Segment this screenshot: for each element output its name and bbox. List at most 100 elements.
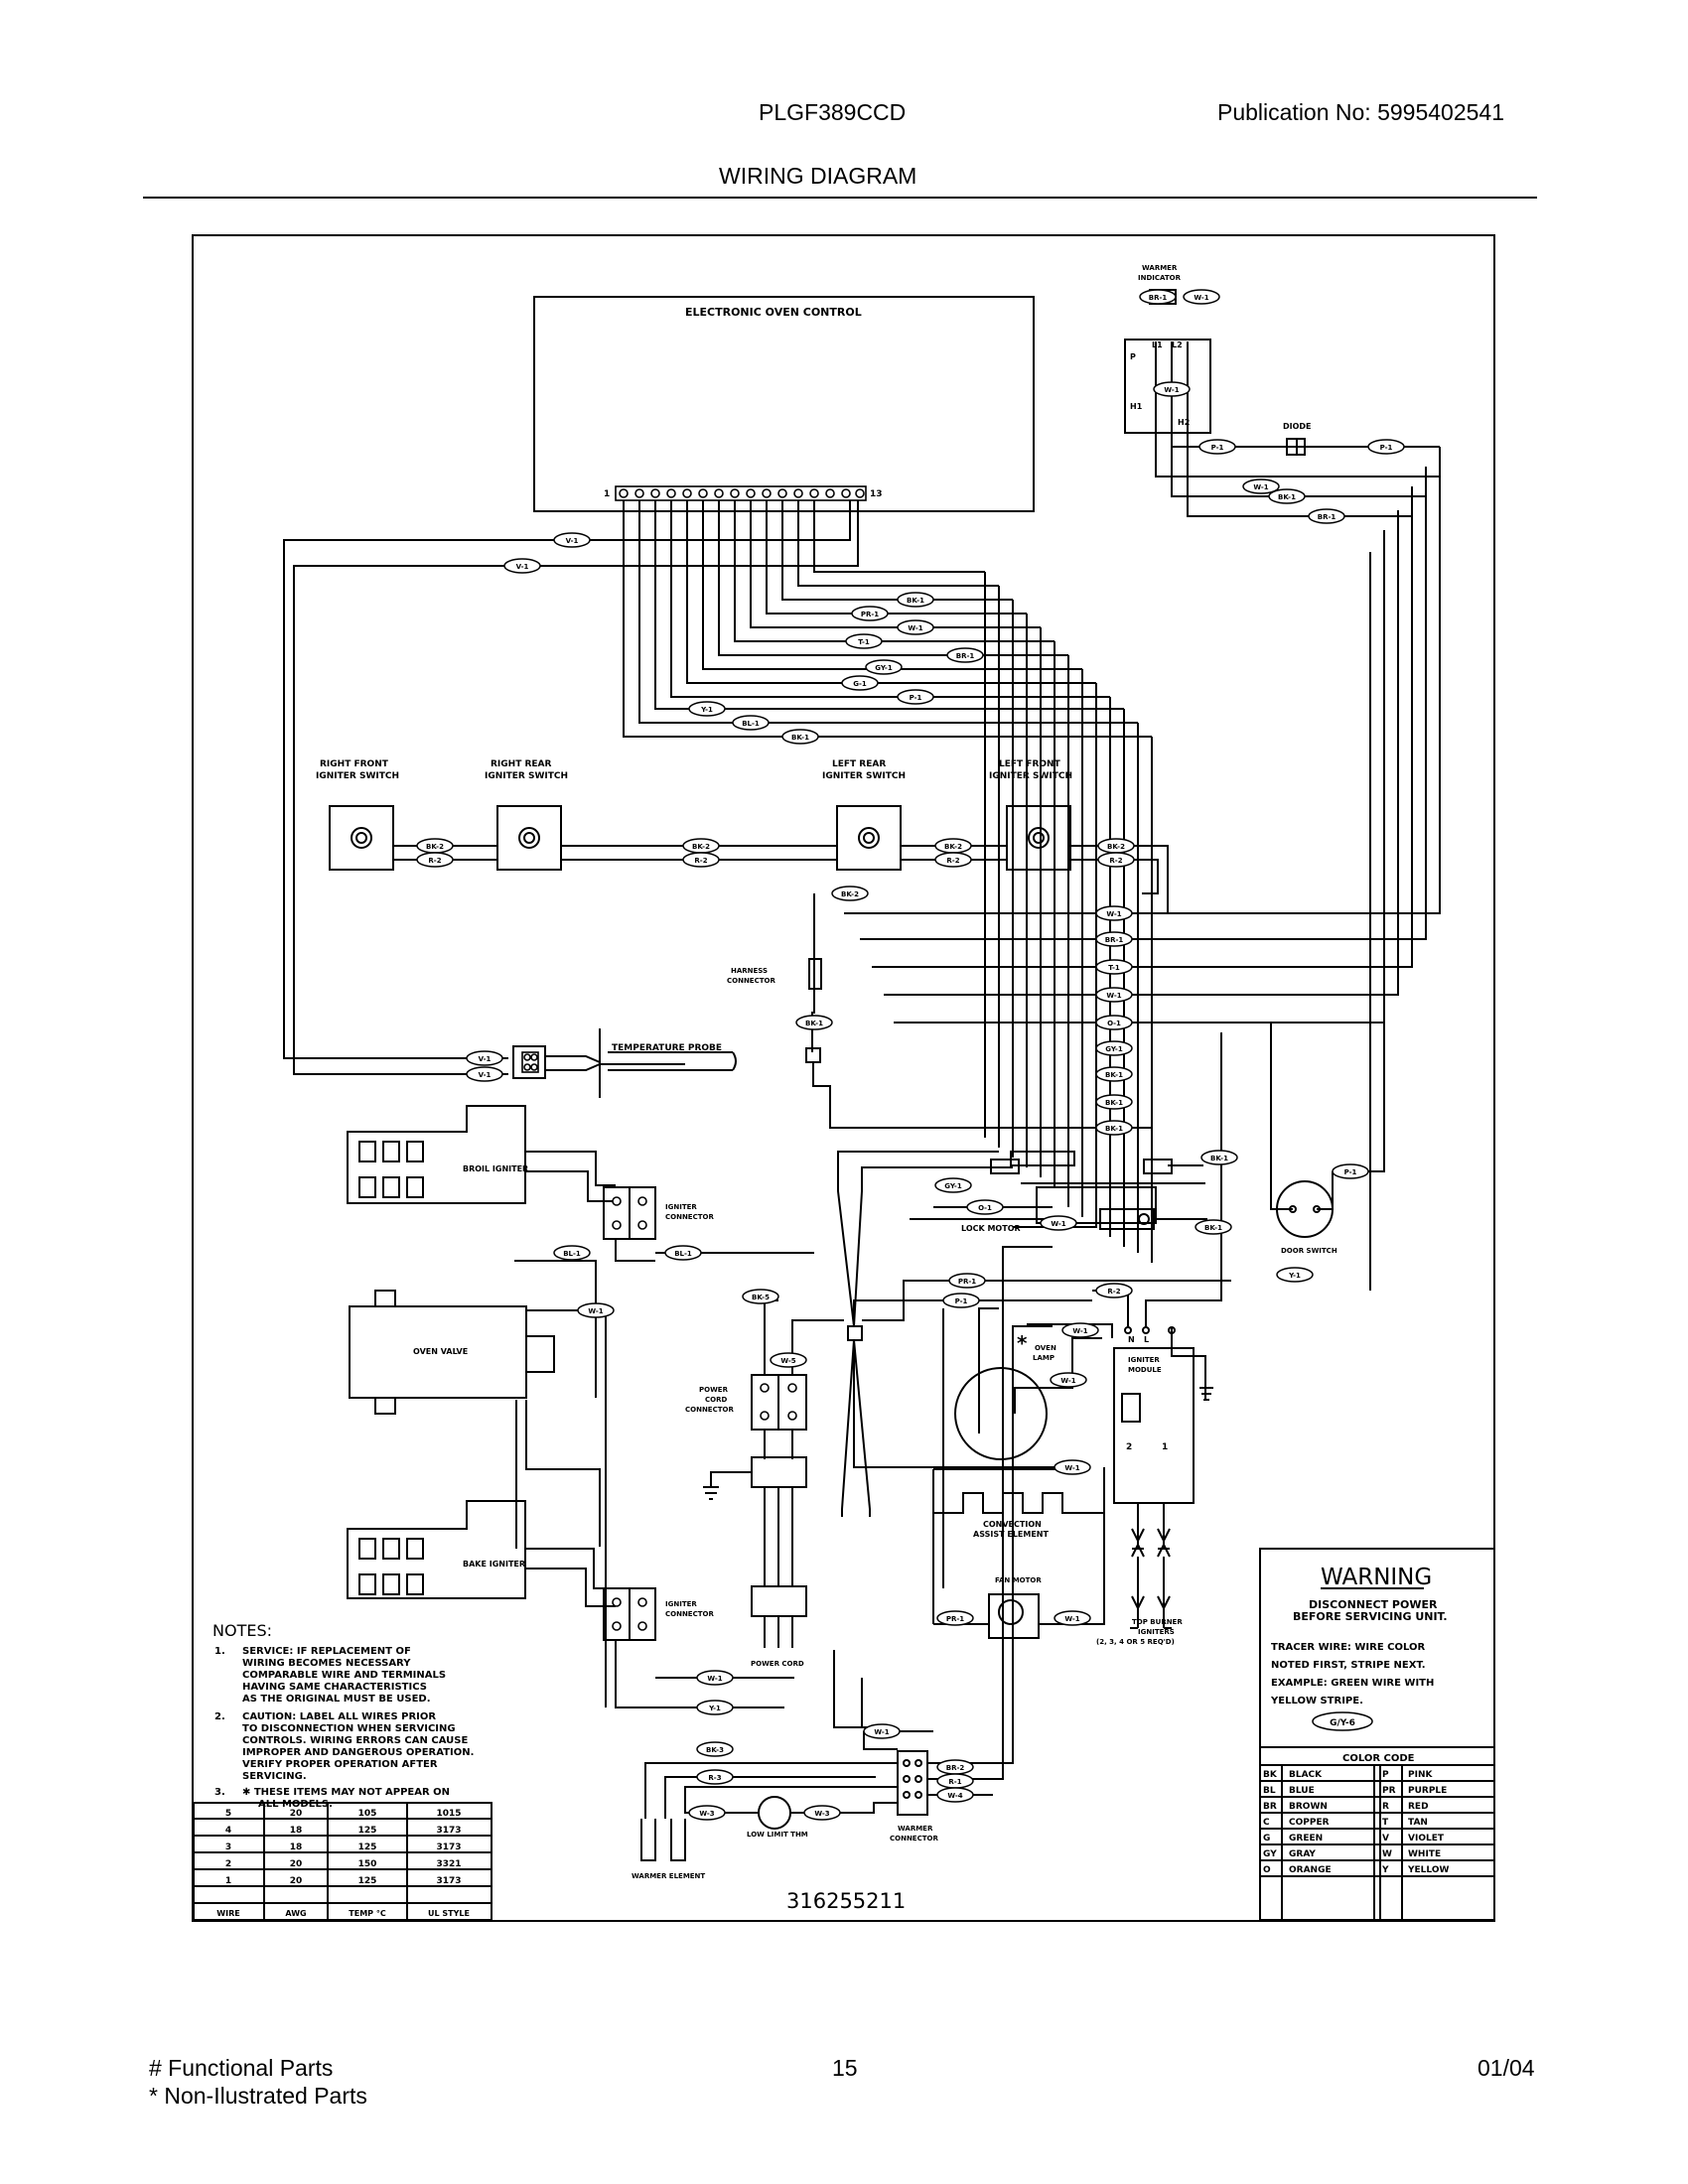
svg-text:W-1: W-1	[1106, 910, 1121, 918]
svg-text:LEFT REAR: LEFT REAR	[832, 759, 886, 769]
igniter-switches	[329, 805, 1169, 913]
svg-text:R-2: R-2	[1107, 1288, 1120, 1296]
svg-text:CONVECTION: CONVECTION	[983, 1520, 1042, 1529]
igniter-module	[1092, 1032, 1222, 1611]
svg-text:V-1: V-1	[516, 563, 529, 571]
svg-text:C: C	[1263, 1818, 1270, 1828]
svg-text:L1: L1	[1152, 341, 1163, 349]
svg-text:LOW LIMIT THM: LOW LIMIT THM	[747, 1831, 808, 1839]
svg-text:18: 18	[290, 1843, 303, 1852]
svg-text:20: 20	[290, 1859, 303, 1869]
svg-text:1: 1	[604, 489, 610, 499]
svg-text:T-1: T-1	[858, 638, 870, 646]
svg-text:✱ THESE ITEMS MAY NOT APPEAR O: ✱ THESE ITEMS MAY NOT APPEAR ON	[242, 1787, 450, 1798]
svg-text:Y-1: Y-1	[700, 706, 713, 714]
svg-text:P-1: P-1	[1211, 444, 1224, 452]
svg-text:W-1: W-1	[707, 1675, 722, 1683]
svg-text:3.: 3.	[214, 1787, 225, 1798]
svg-text:ALL MODELS.: ALL MODELS.	[258, 1799, 333, 1810]
svg-text:R: R	[1382, 1802, 1389, 1812]
svg-text:POWER CORD: POWER CORD	[751, 1660, 804, 1668]
svg-text:BROIL IGNITER: BROIL IGNITER	[463, 1164, 528, 1173]
svg-text:COMPARABLE WIRE AND TERMINALS: COMPARABLE WIRE AND TERMINALS	[242, 1670, 446, 1681]
svg-text:13: 13	[870, 489, 883, 499]
svg-text:WARMER: WARMER	[1142, 264, 1178, 272]
svg-text:L2: L2	[1172, 341, 1183, 349]
broil-igniter	[347, 1105, 616, 1204]
svg-text:BR: BR	[1263, 1802, 1277, 1812]
svg-text:LOCK MOTOR: LOCK MOTOR	[961, 1224, 1021, 1233]
harness-connector	[808, 958, 822, 990]
svg-text:VERIFY PROPER OPERATION AFTER: VERIFY PROPER OPERATION AFTER	[242, 1759, 438, 1770]
svg-text:BK-1: BK-1	[1278, 493, 1296, 501]
svg-text:W-1: W-1	[908, 624, 922, 632]
svg-text:R-1: R-1	[948, 1778, 961, 1786]
svg-text:150: 150	[358, 1859, 377, 1869]
svg-text:W-1: W-1	[874, 1728, 889, 1736]
svg-text:T-1: T-1	[1108, 964, 1120, 972]
svg-text:N: N	[1128, 1335, 1135, 1344]
oven-valve	[349, 1260, 607, 1549]
svg-text:T: T	[1382, 1818, 1389, 1828]
svg-text:H2: H2	[1178, 418, 1190, 427]
svg-text:O: O	[1263, 1865, 1271, 1875]
svg-text:BK-1: BK-1	[1105, 1071, 1123, 1079]
svg-text:RIGHT FRONT: RIGHT FRONT	[320, 759, 389, 769]
svg-text:3173: 3173	[436, 1843, 461, 1852]
svg-text:BAKE IGNITER: BAKE IGNITER	[463, 1560, 525, 1569]
svg-text:PURPLE: PURPLE	[1408, 1786, 1447, 1796]
svg-text:G-1: G-1	[853, 680, 867, 688]
diagram-part-number: 316255211	[786, 1889, 906, 1913]
svg-text:W-1: W-1	[1106, 992, 1121, 1000]
svg-text:V: V	[1382, 1834, 1389, 1843]
notes-title: NOTES:	[212, 1621, 272, 1640]
svg-text:W-4: W-4	[947, 1792, 962, 1800]
svg-text:TEMP °C: TEMP °C	[349, 1909, 386, 1918]
svg-text:Y: Y	[1381, 1865, 1389, 1875]
svg-text:G/Y-6: G/Y-6	[1330, 1718, 1355, 1728]
svg-text:PR-1: PR-1	[958, 1278, 976, 1286]
svg-text:WIRE: WIRE	[216, 1909, 239, 1918]
svg-text:105: 105	[358, 1809, 377, 1819]
svg-text:R-3: R-3	[708, 1774, 721, 1782]
svg-text:BK-2: BK-2	[944, 843, 962, 851]
svg-text:W-1: W-1	[1060, 1377, 1075, 1385]
svg-text:MODULE: MODULE	[1128, 1366, 1162, 1374]
right-bus-wires	[844, 341, 1441, 1291]
svg-text:3: 3	[225, 1843, 231, 1852]
diagram-frame	[192, 234, 1495, 1922]
svg-text:CONTROLS. WIRING ERRORS CAN C: CONTROLS. WIRING ERRORS CAN CAUSE	[242, 1735, 468, 1746]
svg-text:COLOR CODE: COLOR CODE	[1342, 1753, 1415, 1764]
svg-text:BR-2: BR-2	[946, 1764, 965, 1772]
svg-text:IGNITER SWITCH: IGNITER SWITCH	[989, 771, 1072, 781]
svg-text:LAMP: LAMP	[1033, 1354, 1055, 1362]
svg-text:DISCONNECT POWER: DISCONNECT POWER	[1309, 1598, 1438, 1611]
svg-text:R-2: R-2	[428, 857, 441, 865]
svg-text:V-1: V-1	[566, 537, 579, 545]
svg-text:FAN MOTOR: FAN MOTOR	[995, 1576, 1042, 1584]
svg-text:GY-1: GY-1	[875, 664, 893, 672]
svg-text:IGNITERS: IGNITERS	[1138, 1628, 1175, 1636]
svg-text:O-1: O-1	[978, 1204, 992, 1212]
temperature-probe-plug	[512, 1045, 546, 1079]
svg-text:BK-2: BK-2	[841, 890, 859, 898]
svg-text:BK-2: BK-2	[692, 843, 710, 851]
svg-text:IGNITER: IGNITER	[665, 1600, 697, 1608]
svg-text:P: P	[1130, 352, 1136, 361]
control-harness-wires	[283, 496, 1152, 1075]
revision-date: 01/04	[1477, 2055, 1535, 2081]
warning-title: WARNING	[1321, 1565, 1432, 1590]
svg-text:LEFT FRONT: LEFT FRONT	[999, 759, 1061, 769]
non-illustrated-parts-note: * Non-Ilustrated Parts	[149, 2083, 367, 2109]
svg-text:W-3: W-3	[699, 1810, 714, 1818]
svg-text:W-1: W-1	[1194, 294, 1208, 302]
oven-control-title: ELECTRONIC OVEN CONTROL	[685, 306, 862, 319]
svg-text:GY-1: GY-1	[1105, 1045, 1123, 1053]
svg-text:W: W	[1382, 1849, 1392, 1859]
svg-text:SERVICING.: SERVICING.	[242, 1771, 307, 1782]
svg-text:IMPROPER AND DANGEROUS OPERATI: IMPROPER AND DANGEROUS OPERATION.	[242, 1747, 474, 1758]
svg-text:P-1: P-1	[955, 1297, 968, 1305]
svg-text:W-1: W-1	[1051, 1220, 1065, 1228]
svg-text:R-2: R-2	[1109, 857, 1122, 865]
svg-text:H1: H1	[1130, 402, 1143, 411]
